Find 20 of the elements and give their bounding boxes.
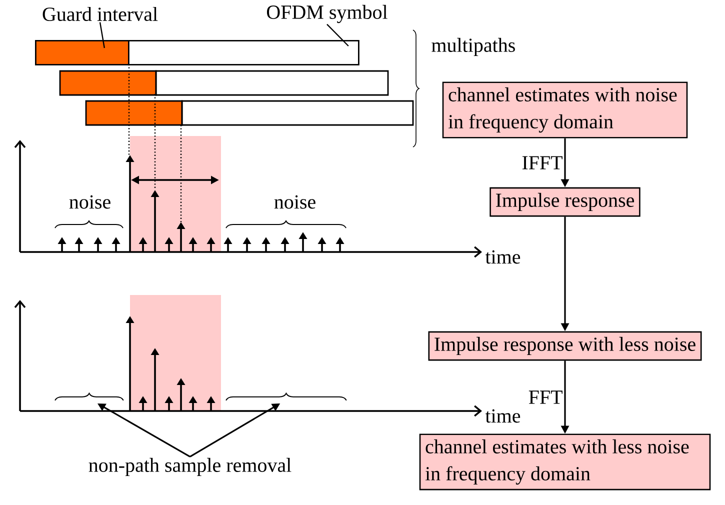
brace xyxy=(54,392,124,401)
annotation-text: noise xyxy=(69,195,110,209)
axis-label: time xyxy=(485,409,520,423)
brace xyxy=(226,392,347,401)
edge-label: FFT xyxy=(528,390,562,404)
callout-text: non-path sample removal xyxy=(88,458,292,476)
callout-text: Guard interval xyxy=(42,6,158,22)
callout-text: OFDM symbol xyxy=(266,4,388,24)
process-box: channel estimates with noise in frequency domain xyxy=(442,82,688,138)
symbol-bar xyxy=(128,40,360,66)
leader-line xyxy=(326,24,349,46)
process-box: Impulse response with less noise xyxy=(428,331,702,361)
axis-label: time xyxy=(485,250,520,264)
symbol-bar xyxy=(35,40,130,66)
process-box: Impulse response xyxy=(490,187,640,217)
process-box: channel estimates with less noise in frequency domain xyxy=(419,434,711,490)
edge-label: IFFT xyxy=(522,156,562,170)
leader-line xyxy=(99,22,105,48)
annotation-text: noise xyxy=(274,195,316,209)
annotation-text: multipaths xyxy=(432,38,515,56)
